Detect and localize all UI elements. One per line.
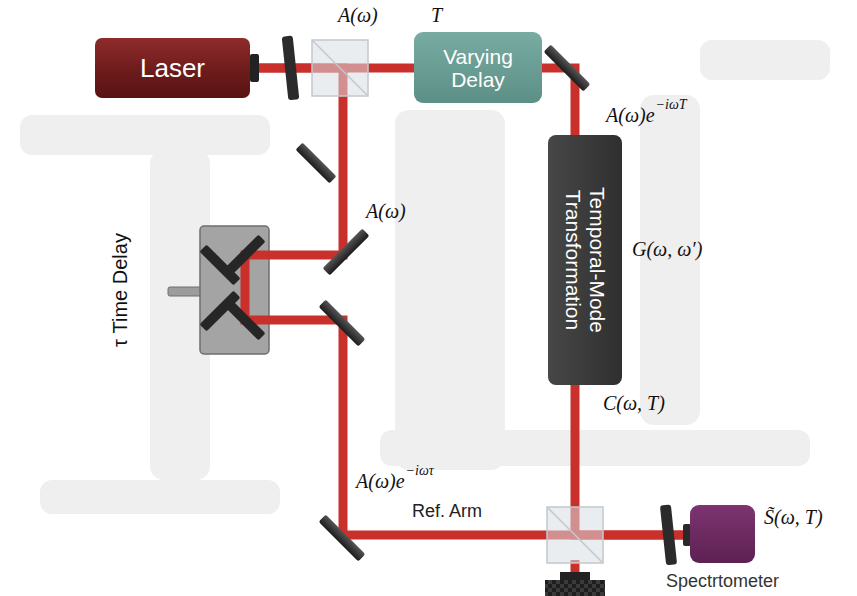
transfer-function: G(ω, ω′) xyxy=(632,238,702,260)
field-label: C(ω, T) xyxy=(603,392,665,414)
stage-rod xyxy=(168,287,202,296)
detector xyxy=(545,572,605,596)
wave-plate xyxy=(660,505,677,566)
node-label: Varying Delay xyxy=(423,44,533,90)
splitter-cube xyxy=(312,40,368,96)
shadow-shapes xyxy=(20,40,830,514)
shadow-shape xyxy=(20,115,270,155)
laser-beam xyxy=(270,320,690,535)
wave-plate xyxy=(282,36,300,101)
time-delay-stage: τ Time Delay xyxy=(100,225,270,355)
splitter-face xyxy=(547,507,603,563)
mirror xyxy=(319,515,366,562)
shadow-shape xyxy=(700,40,830,80)
stage-body xyxy=(200,226,269,354)
beam-splitter-top xyxy=(312,40,368,96)
arm-label: Ref. Arm xyxy=(412,502,482,522)
node-label: Temporal-Mode Transformation xyxy=(561,142,608,378)
node-label: Laser xyxy=(140,53,205,84)
laser-source: Laser xyxy=(95,38,250,98)
detector-body xyxy=(545,580,605,596)
stage-mirror xyxy=(199,244,240,285)
shadow-shape xyxy=(395,110,505,470)
splitter-face xyxy=(312,40,368,96)
mirror xyxy=(544,45,591,92)
field-label: A(ω) xyxy=(366,200,406,222)
field-label: A(ω)e xyxy=(356,470,405,492)
shadow-shape xyxy=(640,95,700,425)
signal-label: S̃(ω, T) xyxy=(764,506,823,528)
mirror xyxy=(319,300,366,347)
delay-box: Varying Delay xyxy=(414,32,542,103)
shadow-shape xyxy=(40,480,280,514)
field-label: A(ω)e xyxy=(606,104,655,126)
transformation-box: Temporal-Mode Transformation xyxy=(548,135,622,385)
phase-exponent: −iωT xyxy=(656,97,687,112)
shadow-shape xyxy=(380,430,810,466)
beam-splitter-bottom xyxy=(547,507,603,563)
splitter-cube xyxy=(547,507,603,563)
stage-mirror xyxy=(199,290,240,331)
mirror xyxy=(295,142,336,183)
mirror xyxy=(323,229,370,276)
retro-beam xyxy=(245,255,270,320)
node-label: Spectrtometer xyxy=(666,571,779,592)
phase-exponent: −iωτ xyxy=(406,463,434,478)
field-label: A(ω) xyxy=(338,4,378,26)
laser-aperture xyxy=(250,54,259,82)
node-label: τ Time Delay xyxy=(109,233,132,347)
delay-symbol: T xyxy=(431,4,442,26)
spectrometer: Spectrtometer xyxy=(690,505,755,563)
